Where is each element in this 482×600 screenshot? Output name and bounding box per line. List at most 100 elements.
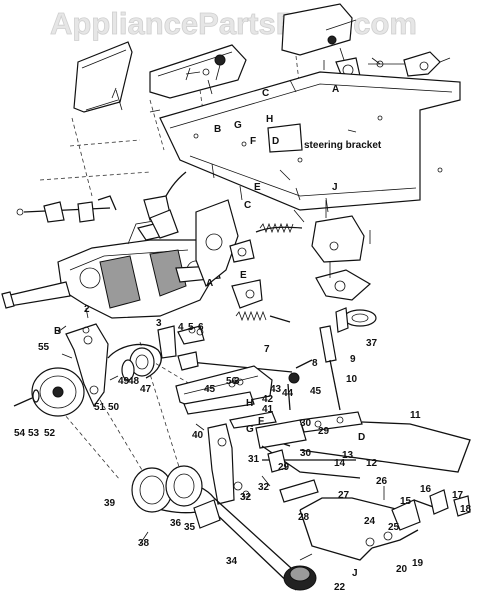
lower-spring bbox=[235, 310, 267, 322]
label-c-top: C bbox=[262, 88, 269, 99]
callout-12: 12 bbox=[366, 458, 378, 469]
label-h-mid: H bbox=[246, 398, 253, 409]
callout-42: 42 bbox=[262, 394, 274, 405]
callout-3: 3 bbox=[156, 318, 162, 329]
callout-43: 43 bbox=[270, 384, 282, 395]
idler-arm bbox=[65, 323, 109, 408]
upper-dash-panel bbox=[149, 44, 247, 99]
callout-48: 48 bbox=[128, 376, 140, 387]
label-f-top: F bbox=[250, 136, 256, 147]
callout-45-right: 45 bbox=[310, 386, 322, 397]
label-d-mid: D bbox=[358, 432, 365, 443]
callout-18: 18 bbox=[460, 504, 472, 515]
label-a-mid: A bbox=[206, 278, 213, 289]
callout-56: 56 bbox=[226, 376, 238, 387]
clutch-bracket bbox=[231, 279, 263, 309]
knob-icon bbox=[214, 54, 226, 66]
pulley-bracket bbox=[157, 325, 205, 359]
callout-54: 54 bbox=[14, 428, 26, 439]
callout-49: 49 bbox=[118, 376, 130, 387]
callout-3-small: 3 bbox=[234, 376, 240, 387]
callout-30-lower: 30 bbox=[300, 448, 312, 459]
callout-39: 39 bbox=[104, 498, 116, 509]
callout-29-upper: 29 bbox=[318, 426, 330, 437]
brake-arm bbox=[315, 262, 372, 301]
label-b-left: B bbox=[54, 326, 61, 337]
callout-6: 6 bbox=[198, 322, 204, 333]
callout-5: 5 bbox=[188, 322, 194, 333]
callout-37: 37 bbox=[366, 338, 378, 349]
callout-26: 26 bbox=[376, 476, 388, 487]
misc-fasteners bbox=[57, 307, 385, 545]
callout-29-lower: 29 bbox=[278, 462, 290, 473]
callout-35: 35 bbox=[184, 522, 196, 533]
callout-34: 34 bbox=[226, 556, 238, 567]
center-shaft-assembly bbox=[207, 411, 277, 505]
label-d-top: D bbox=[272, 136, 279, 147]
callout-15: 15 bbox=[400, 496, 412, 507]
callout-36: 36 bbox=[170, 518, 182, 529]
callout-25: 25 bbox=[388, 522, 400, 533]
clutch-rod bbox=[177, 351, 293, 373]
callout-32-left: 32 bbox=[240, 492, 252, 503]
callout-40: 40 bbox=[192, 430, 204, 441]
callout-8: 8 bbox=[312, 358, 318, 369]
right-pedal-parts bbox=[365, 489, 471, 547]
callout-52: 52 bbox=[44, 428, 56, 439]
label-f-mid: F bbox=[258, 416, 264, 427]
label-e-mid: E bbox=[240, 270, 247, 281]
bolt-set bbox=[111, 67, 329, 213]
label-g-mid: G bbox=[246, 424, 254, 435]
lower-pulleys bbox=[131, 465, 250, 529]
callout-13: 13 bbox=[342, 450, 354, 461]
label-a-top: A bbox=[332, 84, 339, 95]
pedal-lever bbox=[279, 479, 419, 561]
frame-plate bbox=[159, 71, 461, 211]
wheel bbox=[283, 553, 317, 591]
shift-linkage bbox=[16, 195, 117, 223]
control-lever bbox=[299, 325, 363, 433]
callout-14: 14 bbox=[334, 458, 346, 469]
callout-11: 11 bbox=[410, 410, 421, 421]
engine-pulley bbox=[31, 367, 85, 417]
idler-pulleys bbox=[109, 347, 155, 381]
callout-20: 20 bbox=[396, 564, 408, 575]
callout-10: 10 bbox=[346, 374, 358, 385]
callout-24: 24 bbox=[364, 516, 376, 527]
callout-44: 44 bbox=[282, 388, 294, 399]
callout-50: 50 bbox=[108, 402, 120, 413]
callout-2: 2 bbox=[84, 304, 90, 315]
label-j-top: J bbox=[332, 182, 338, 193]
steering-bracket-note: steering bracket bbox=[304, 140, 382, 151]
label-j-bottom: J bbox=[352, 568, 358, 579]
callout-22: 22 bbox=[334, 582, 346, 593]
callout-17: 17 bbox=[452, 490, 464, 501]
callout-7: 7 bbox=[264, 344, 270, 355]
label-c-mid: C bbox=[244, 200, 251, 211]
label-g-top: G bbox=[234, 120, 242, 131]
callout-51: 51 bbox=[94, 402, 106, 413]
callout-28: 28 bbox=[298, 512, 310, 523]
callout-47: 47 bbox=[140, 384, 152, 395]
steering-bracket-assembly bbox=[195, 199, 255, 287]
callout-45-left: 45 bbox=[204, 384, 216, 395]
brake-linkage bbox=[255, 419, 361, 479]
brake-pulley bbox=[335, 307, 377, 333]
label-b-top: B bbox=[214, 124, 221, 135]
callout-9: 9 bbox=[350, 354, 356, 365]
brake-cam bbox=[287, 359, 313, 411]
transmission-housing bbox=[57, 209, 215, 319]
callout-30-upper: 30 bbox=[300, 418, 312, 429]
callout-27: 27 bbox=[338, 490, 350, 501]
watermark-text: AppliancePartsPros.com bbox=[50, 6, 417, 41]
callout-41: 41 bbox=[262, 404, 274, 415]
callout-4: 4 bbox=[178, 322, 184, 333]
brake-bracket bbox=[293, 200, 371, 263]
callout-38: 38 bbox=[138, 538, 150, 549]
callout-19: 19 bbox=[412, 558, 424, 569]
label-e-top: E bbox=[254, 182, 261, 193]
callout-53: 53 bbox=[28, 428, 40, 439]
callout-31: 31 bbox=[248, 454, 260, 465]
